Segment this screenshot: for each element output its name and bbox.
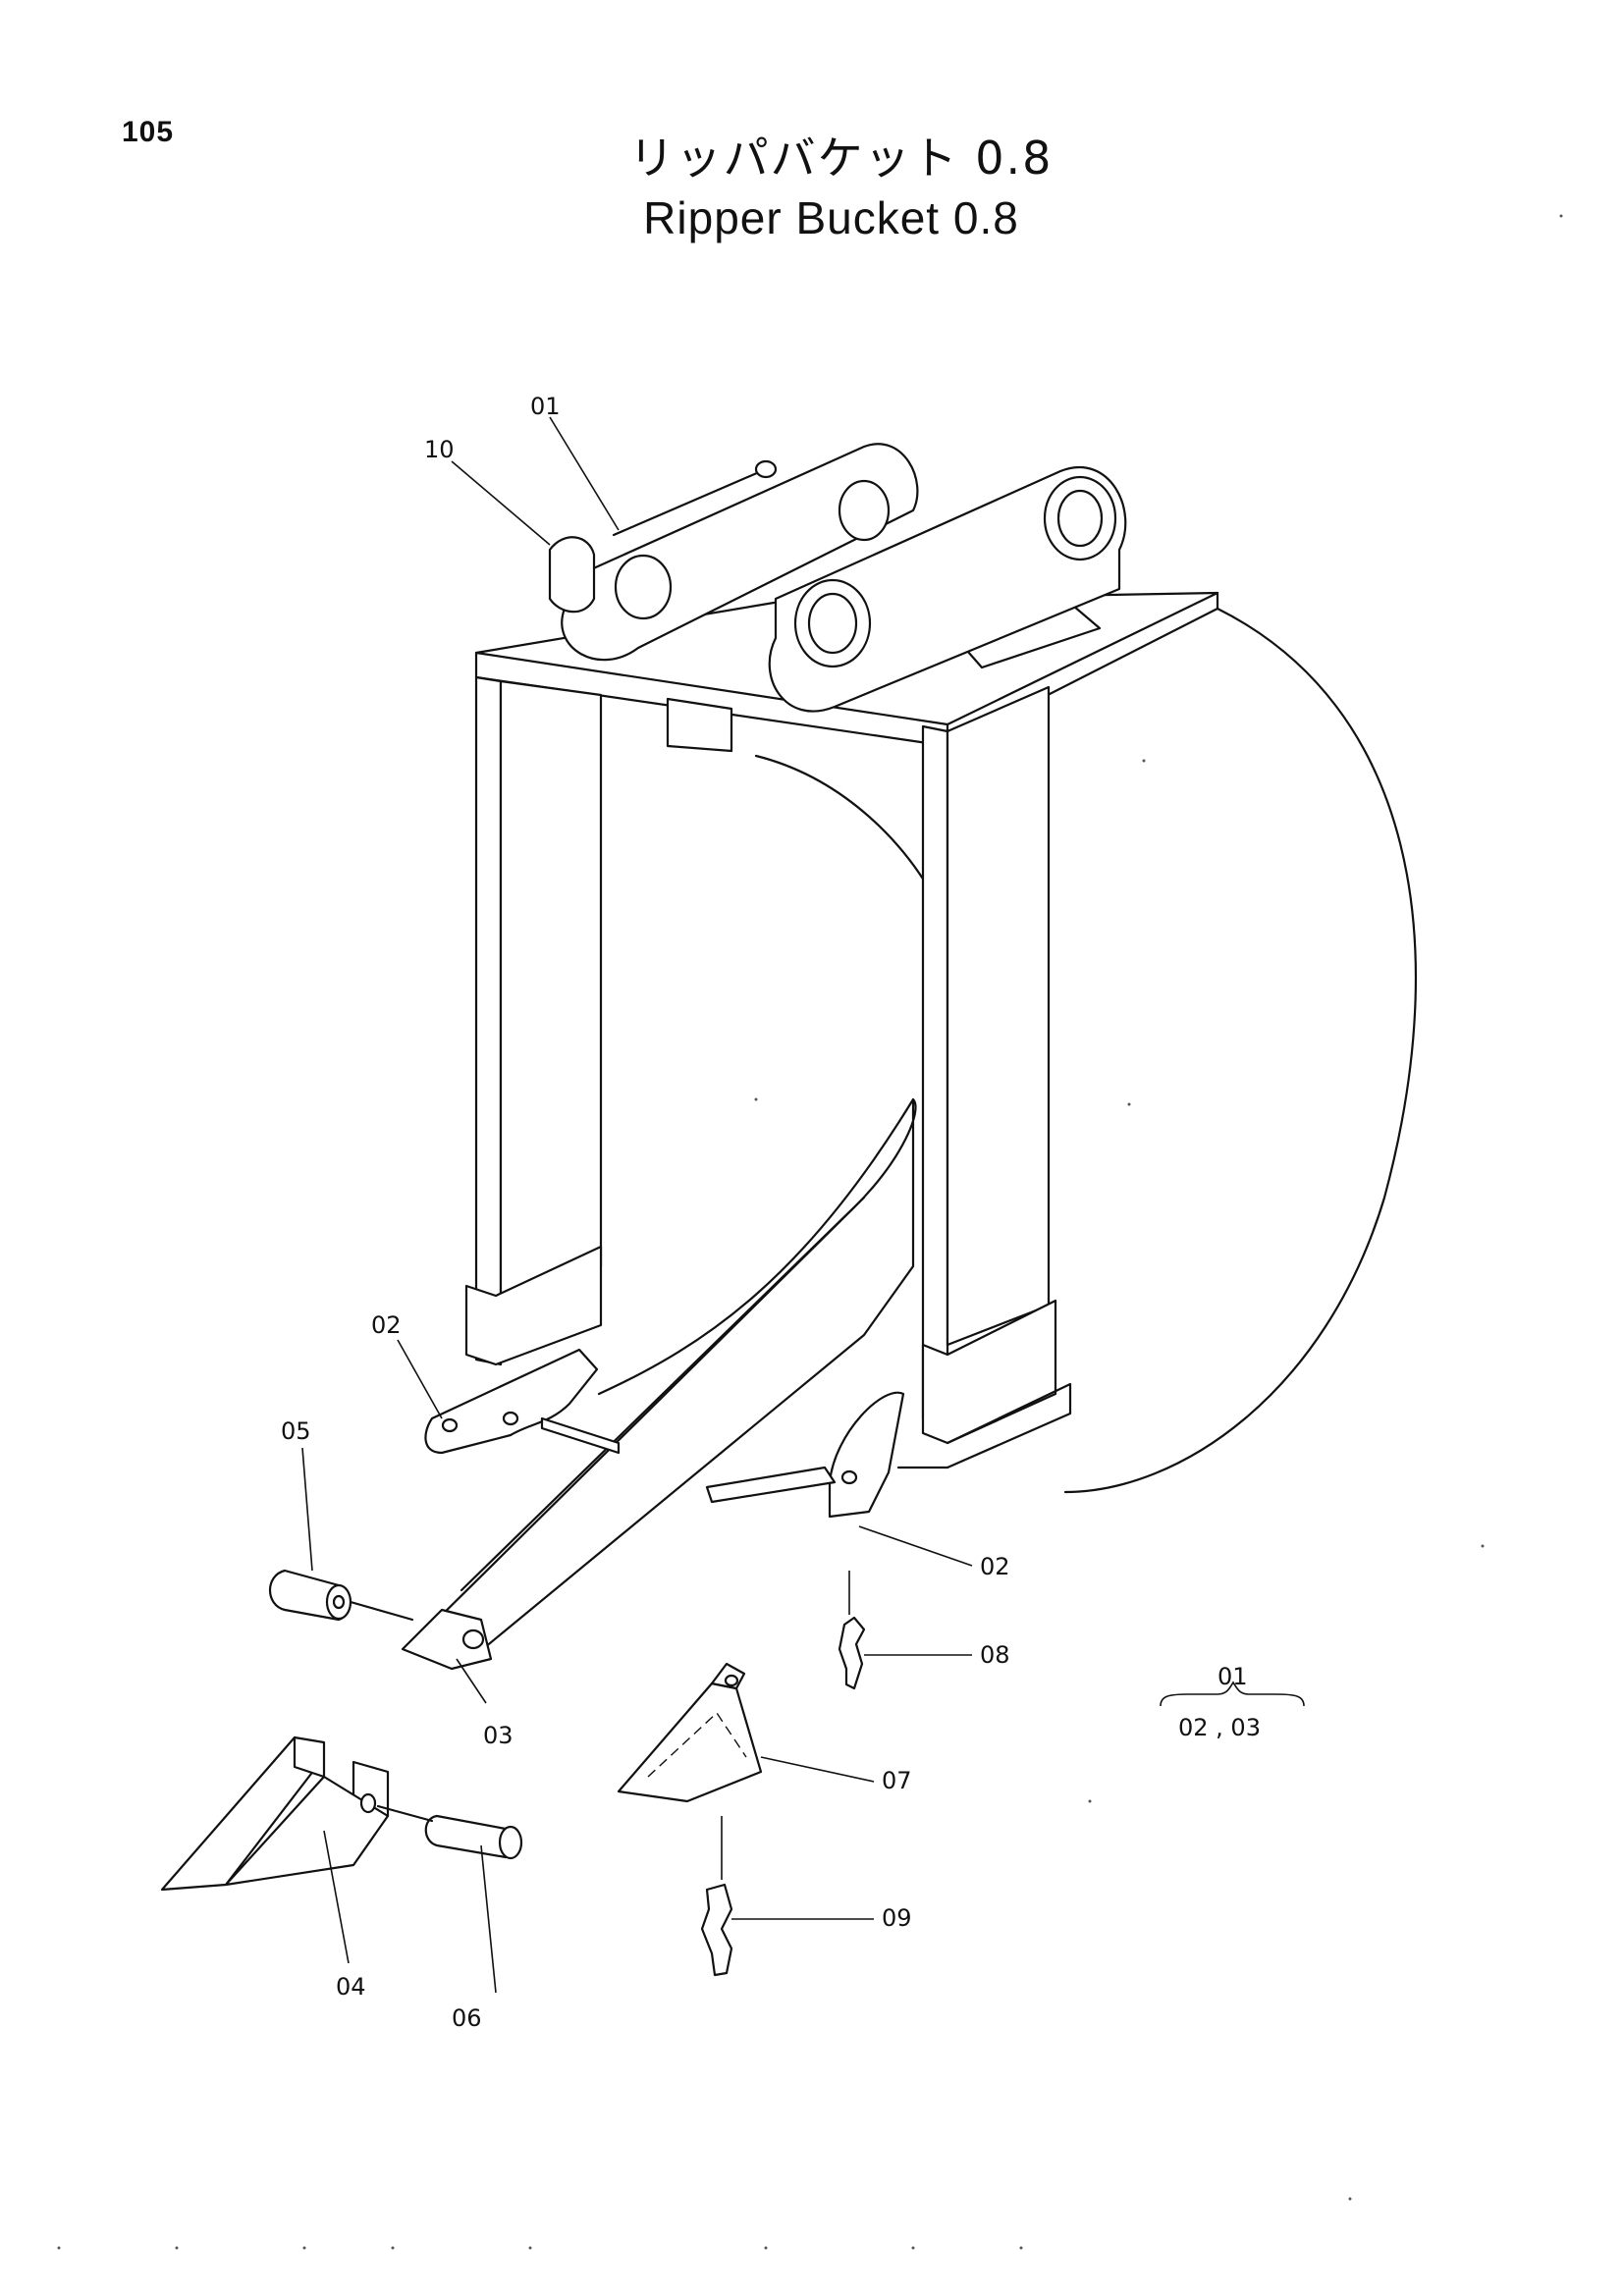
bucket-inner-arc xyxy=(754,754,945,915)
callout-03: 03 xyxy=(483,1722,514,1749)
page-title: リッパバケット 0.8 Ripper Bucket 0.8 xyxy=(0,128,1623,247)
part-09-lock xyxy=(700,1883,733,1977)
part-06-pin xyxy=(376,1804,523,1860)
title-english: Ripper Bucket 0.8 xyxy=(643,192,1019,243)
assembly-children: 02 , 03 xyxy=(1178,1714,1261,1741)
part-05-bushing xyxy=(269,1569,352,1622)
left-upright-foot xyxy=(464,1245,603,1366)
callout-07: 07 xyxy=(882,1767,912,1794)
left-upright xyxy=(474,675,503,1366)
bucket-shell-curve xyxy=(1063,607,1417,1494)
assembly-parent: 01 xyxy=(1217,1663,1248,1690)
title-japanese: リッパバケット 0.8 xyxy=(628,132,1054,185)
callout-02-left: 02 xyxy=(371,1311,402,1339)
shank-point xyxy=(401,1608,493,1671)
scan-specks xyxy=(57,214,1563,2250)
part-07-side-tooth xyxy=(617,1662,763,1803)
right-side-cutter xyxy=(828,1391,905,1519)
callout-05: 05 xyxy=(281,1417,311,1445)
callout-09: 09 xyxy=(882,1904,912,1932)
assembly-brace xyxy=(1160,1681,1305,1707)
page-number: 105 xyxy=(122,116,175,148)
callout-10: 10 xyxy=(424,436,455,463)
callout-06: 06 xyxy=(452,2004,482,2032)
left-side-cutter xyxy=(424,1348,599,1455)
callout-01: 01 xyxy=(530,393,561,420)
assembly-note: 01 02 , 03 xyxy=(1160,1663,1305,1741)
part-04-tooth xyxy=(160,1735,390,1892)
callout-02-right: 02 xyxy=(980,1553,1010,1580)
part-08-lock xyxy=(838,1616,866,1690)
ripper-shank xyxy=(420,1097,917,1659)
callout-04: 04 xyxy=(336,1973,366,2001)
right-upright xyxy=(921,724,949,1425)
callout-08: 08 xyxy=(980,1641,1010,1669)
